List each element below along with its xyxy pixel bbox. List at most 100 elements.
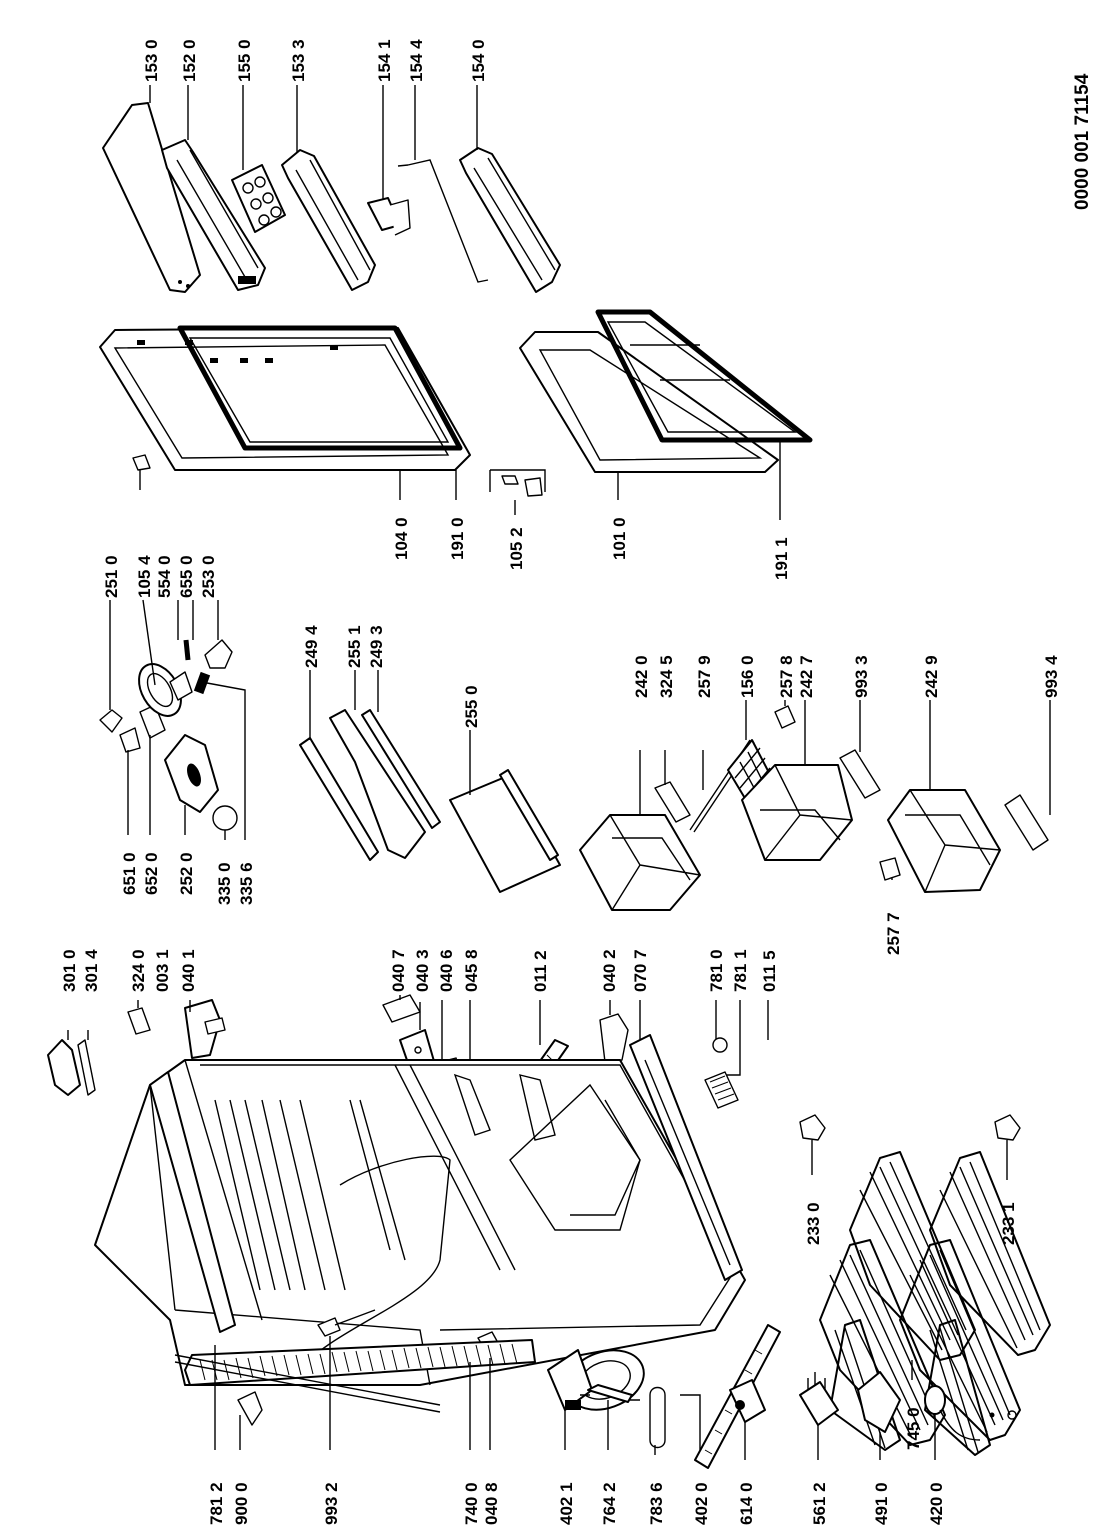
foot-2330 xyxy=(799,1114,826,1141)
thermostat-light-group: 251 0 105 4 554 0 655 0 253 0 651 0 652 … xyxy=(99,555,256,905)
doc-number: 0000 001 71154 xyxy=(1072,73,1093,210)
label-9932: 993 2 xyxy=(322,1482,341,1525)
feet-group: 233 0 745 0 233 1 xyxy=(799,1114,1021,1450)
label-7836: 783 6 xyxy=(647,1482,666,1525)
label-0115: 011 5 xyxy=(760,950,779,992)
label-0403: 040 3 xyxy=(413,949,432,992)
label-9934: 993 4 xyxy=(1042,655,1061,698)
gasket-1910 xyxy=(177,325,463,451)
label-2579: 257 9 xyxy=(695,655,714,698)
label-0407: 040 7 xyxy=(389,949,408,992)
label-6510: 651 0 xyxy=(120,852,139,895)
rod-6550 xyxy=(183,639,191,661)
rod-1544 xyxy=(397,159,489,283)
part-7836 xyxy=(649,1386,666,1449)
part-2510 xyxy=(99,709,123,733)
part-2578 xyxy=(774,705,796,729)
glass-shelf-2551 xyxy=(329,709,426,859)
label-7400: 740 0 xyxy=(462,1482,481,1525)
part-2577 xyxy=(879,857,901,881)
label-1010: 101 0 xyxy=(610,517,629,560)
hinge-0401 xyxy=(184,999,221,1059)
part-3240 xyxy=(127,1007,151,1035)
label-1550: 155 0 xyxy=(235,39,254,82)
cabinet-body xyxy=(94,1034,781,1469)
label-1541: 154 1 xyxy=(375,39,394,82)
part-7810 xyxy=(712,1037,728,1053)
label-4910: 491 0 xyxy=(872,1482,891,1525)
part-4910 xyxy=(857,1371,901,1433)
bulb-holder-2530 xyxy=(204,639,233,669)
gasket-1911 xyxy=(595,309,813,443)
part-9000 xyxy=(237,1391,263,1426)
label-2578: 257 8 xyxy=(777,655,796,698)
label-6520: 652 0 xyxy=(142,852,161,895)
shelf-profile-2493 xyxy=(361,709,441,829)
part-5612 xyxy=(799,1381,839,1426)
bracket-0407 xyxy=(382,994,421,1023)
part-4200 xyxy=(924,1385,946,1415)
label-2520: 252 0 xyxy=(177,852,196,895)
label-1533: 153 3 xyxy=(289,39,308,82)
label-6550: 655 0 xyxy=(177,555,196,598)
part-3356 xyxy=(193,671,211,695)
label-2550: 255 0 xyxy=(462,685,481,728)
label-0408: 040 8 xyxy=(482,1482,501,1525)
label-9933: 993 3 xyxy=(852,655,871,698)
label-0402: 040 2 xyxy=(600,949,619,992)
label-5540: 554 0 xyxy=(155,555,174,598)
label-7450: 745 0 xyxy=(904,1407,923,1450)
label-1040: 104 0 xyxy=(392,517,411,560)
part-9932 xyxy=(317,1317,341,1337)
label-2420: 242 0 xyxy=(632,655,651,698)
doors-group: 104 0 191 0 105 2 101 0 191 1 xyxy=(99,309,813,580)
part-6510 xyxy=(119,727,141,753)
label-6140: 614 0 xyxy=(737,1482,756,1525)
part-3010 xyxy=(47,1039,81,1096)
door-shelf-1540 xyxy=(459,147,561,293)
label-5612: 561 2 xyxy=(810,1482,829,1525)
part-3014 xyxy=(77,1039,96,1096)
top-hinge-group: 301 0 301 4 324 0 003 1 040 1 xyxy=(47,949,226,1096)
label-1560: 156 0 xyxy=(738,655,757,698)
door-shelf-group: 153 0 152 0 155 0 153 3 154 1 154 4 154 … xyxy=(102,39,561,293)
egg-tray-1550 xyxy=(231,164,286,233)
label-1520: 152 0 xyxy=(180,39,199,82)
label-2494: 249 4 xyxy=(302,625,321,668)
label-0112: 011 2 xyxy=(531,950,550,992)
label-2330: 233 0 xyxy=(804,1202,823,1245)
label-0707: 070 7 xyxy=(631,949,650,992)
label-3356: 335 6 xyxy=(237,862,256,905)
label-7810: 781 0 xyxy=(707,949,726,992)
label-7642: 764 2 xyxy=(600,1482,619,1525)
shelf-cover-1530 xyxy=(102,102,201,293)
glass-shelves-group: 249 4 255 1 249 3 255 0 xyxy=(299,625,561,893)
label-4200: 420 0 xyxy=(927,1482,946,1525)
label-3010: 301 0 xyxy=(60,949,79,992)
label-1052: 105 2 xyxy=(507,527,526,570)
label-1910: 191 0 xyxy=(448,517,467,560)
label-3245: 324 5 xyxy=(657,655,676,698)
label-1530: 153 0 xyxy=(142,39,161,82)
shelf-profile-2494 xyxy=(299,737,379,861)
label-3240: 324 0 xyxy=(129,949,148,992)
label-2530: 253 0 xyxy=(199,555,218,598)
knob-3350 xyxy=(212,805,238,831)
strip-0031 xyxy=(149,1071,236,1333)
label-2493: 249 3 xyxy=(367,625,386,668)
hinge-0402 xyxy=(599,1013,629,1063)
wire-shelves-745 xyxy=(819,1151,1051,1456)
bottom-parts-group: 781 2 900 0 993 2 740 0 040 8 402 1 764 … xyxy=(174,1336,1017,1525)
label-2427: 242 7 xyxy=(797,655,816,698)
label-4021: 402 1 xyxy=(557,1482,576,1525)
drawer-2429 xyxy=(887,789,1001,893)
label-4020: 402 0 xyxy=(692,1482,711,1525)
door-1010 xyxy=(519,331,779,473)
label-2577: 257 7 xyxy=(884,912,903,955)
label-0458: 045 8 xyxy=(462,949,481,992)
glass-shelf-2550 xyxy=(449,774,561,893)
hinge-pin-1054 xyxy=(132,454,151,471)
part-6140 xyxy=(729,1379,766,1423)
part-9933 xyxy=(839,749,881,799)
label-2551: 255 1 xyxy=(345,625,364,668)
